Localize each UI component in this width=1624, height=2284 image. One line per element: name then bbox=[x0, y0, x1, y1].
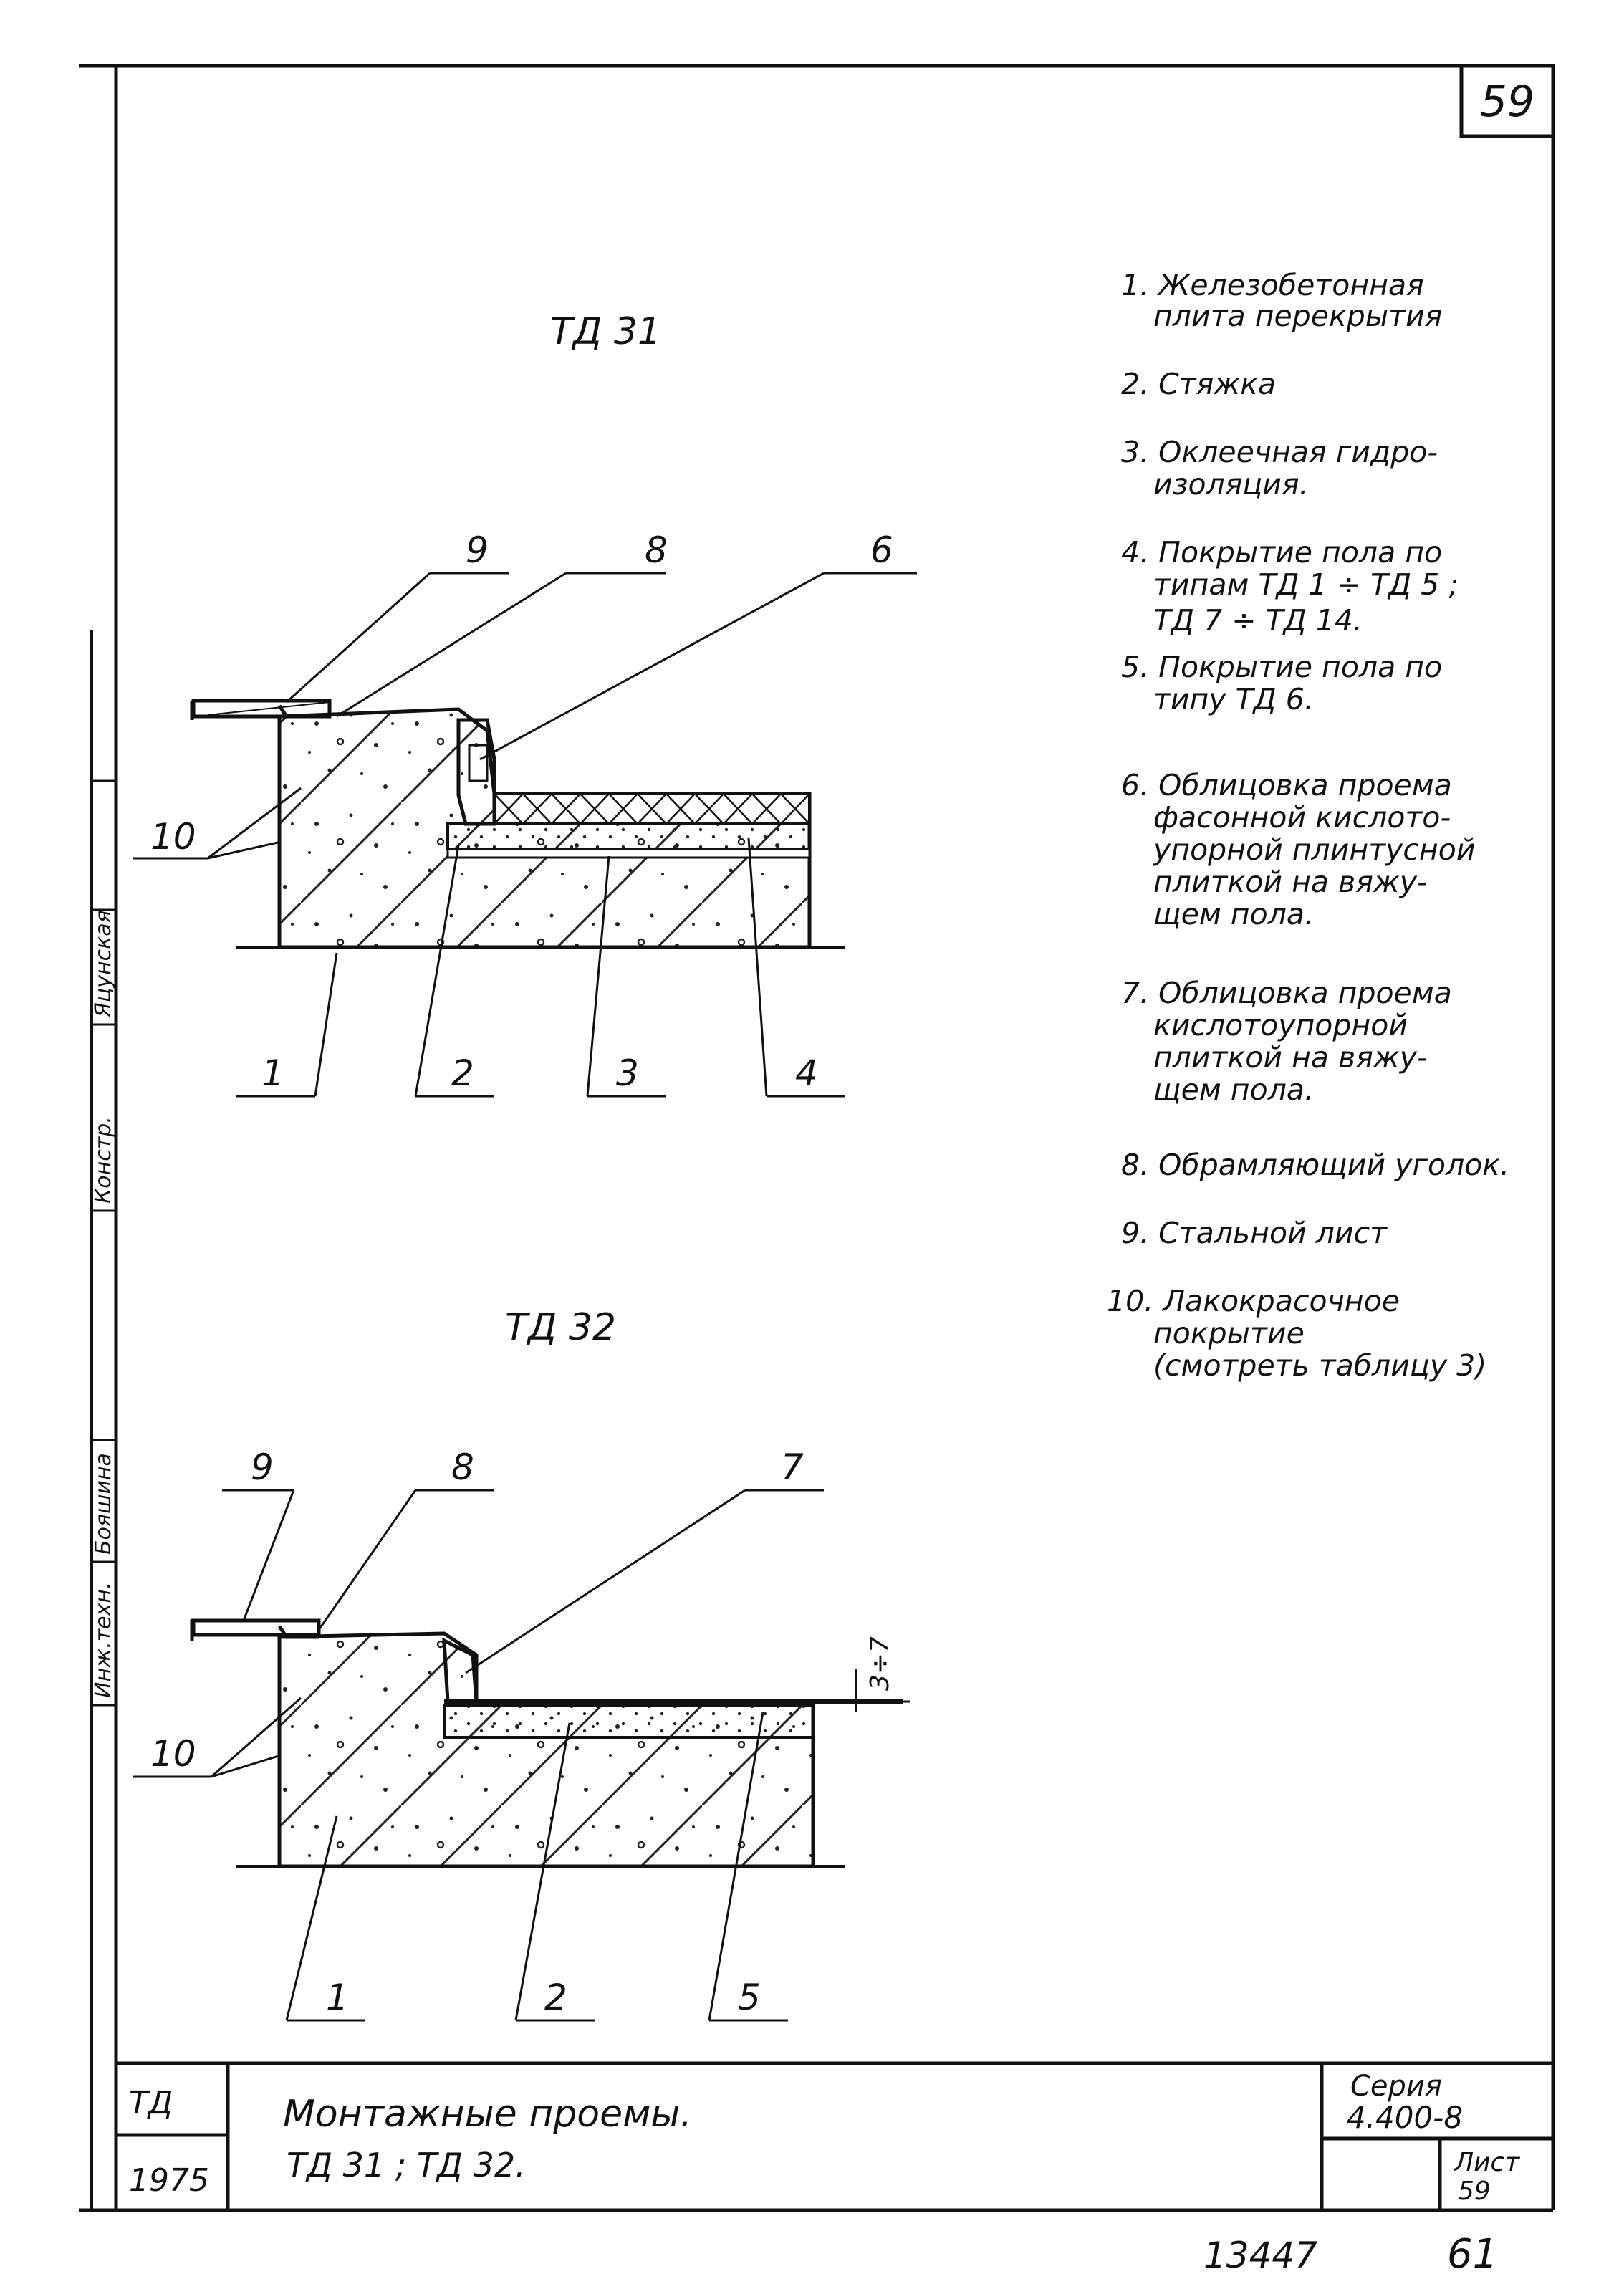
td32-callout-5: 5 bbox=[738, 1977, 761, 2018]
legend-1-line-2: плита перекрытия bbox=[1153, 299, 1442, 333]
td31-screed-layer bbox=[446, 822, 811, 850]
td31-callout-10: 10 bbox=[150, 816, 196, 858]
td31-plinth-tile bbox=[456, 718, 496, 826]
td32-dimension-label: 3÷7 bbox=[865, 1636, 895, 1691]
series-label: Серия bbox=[1350, 2070, 1442, 2103]
td32-title: ТД 32 bbox=[505, 1306, 616, 1349]
series-value: 4.400-8 bbox=[1347, 2100, 1463, 2135]
td31-waterproofing-layer bbox=[446, 848, 811, 859]
td32-concrete-slab bbox=[277, 1631, 815, 1868]
title-block-code: ТД bbox=[129, 2085, 173, 2121]
legend-6-line-1: 6. Облицовка проема bbox=[1121, 768, 1452, 802]
td32-callout-7: 7 bbox=[781, 1446, 804, 1488]
legend-6-line-4: плиткой на вяжу- bbox=[1153, 865, 1428, 899]
td31-steel-sheet bbox=[191, 699, 332, 719]
legend-10-line-1: 10. Лакокрасочное bbox=[1107, 1284, 1400, 1318]
page-number: 59 bbox=[1480, 77, 1534, 127]
td32-callout-2: 2 bbox=[544, 1977, 567, 2018]
legend-4-line-3: ТД 7 ÷ ТД 14. bbox=[1153, 603, 1363, 638]
sheet-frame bbox=[79, 64, 1555, 2212]
td32-callout-9: 9 bbox=[251, 1446, 274, 1488]
legend-1-line-1: 1. Железобетонная bbox=[1121, 268, 1424, 302]
legend-4-line-2: типам ТД 1 ÷ ТД 5 ; bbox=[1153, 567, 1459, 602]
legend-6-line-3: упорной плинтусной bbox=[1152, 832, 1475, 867]
td32-callout-10: 10 bbox=[150, 1733, 196, 1775]
td32-callout-8: 8 bbox=[451, 1446, 474, 1488]
legend-4-line-1: 4. Покрытие пола по bbox=[1121, 535, 1442, 570]
td31-callout-6: 6 bbox=[870, 529, 893, 571]
td32-callout-1: 1 bbox=[326, 1977, 349, 2018]
archive-number: 13447 bbox=[1203, 2235, 1317, 2276]
stamp-cell-3: Констр. bbox=[91, 1116, 116, 1204]
stamp-cell-4: Яцунская bbox=[91, 910, 116, 1018]
td31-callout-3: 3 bbox=[616, 1052, 639, 1094]
legend-3-line-1: 3. Оклеечная гидро- bbox=[1121, 435, 1438, 469]
legend-10-line-3: (смотреть таблицу 3) bbox=[1153, 1348, 1486, 1383]
td31-callout-1: 1 bbox=[261, 1052, 284, 1094]
td31-callout-2: 2 bbox=[451, 1052, 474, 1094]
title-block-title-2: ТД 31 ; ТД 32. bbox=[287, 2146, 526, 2184]
td31-leaders bbox=[133, 572, 917, 1098]
td32-screed-layer bbox=[443, 1704, 815, 1739]
td31-title: ТД 31 bbox=[550, 310, 661, 353]
sheet-value: 59 bbox=[1458, 2177, 1491, 2206]
sheet-label: Лист bbox=[1453, 2148, 1520, 2177]
legend-10-line-2: покрытие bbox=[1153, 1316, 1305, 1350]
td32-wall-tile bbox=[442, 1637, 479, 1704]
stamp-cell-2: Бояшина bbox=[91, 1453, 116, 1555]
title-block: ТД 1975 Монтажные проемы. ТД 31 ; ТД 32.… bbox=[116, 2061, 1553, 2210]
td32-leaders bbox=[133, 1489, 824, 2022]
td31-callout-8: 8 bbox=[645, 529, 668, 571]
legend: 1. Железобетонная плита перекрытия 2. Ст… bbox=[1107, 268, 1509, 1383]
legend-5-line-2: типу ТД 6. bbox=[1153, 682, 1314, 716]
legend-2-line-1: 2. Стяжка bbox=[1121, 367, 1276, 401]
legend-6-line-2: фасонной кислото- bbox=[1153, 800, 1451, 835]
td31-callout-9: 9 bbox=[466, 529, 489, 571]
legend-7-line-4: щем пола. bbox=[1153, 1073, 1314, 1107]
title-block-title-1: Монтажные проемы. bbox=[283, 2093, 692, 2136]
legend-3-line-2: изоляция. bbox=[1153, 467, 1309, 502]
legend-7-line-2: кислотоупорной bbox=[1153, 1008, 1408, 1042]
legend-7-line-3: плиткой на вяжу- bbox=[1153, 1040, 1428, 1075]
legend-9-line-1: 9. Стальной лист bbox=[1121, 1216, 1388, 1250]
detail-td31: ТД 31 9 8 bbox=[133, 310, 917, 1098]
legend-5-line-1: 5. Покрытие пола по bbox=[1121, 650, 1442, 684]
legend-6-line-5: щем пола. bbox=[1153, 897, 1314, 931]
td31-callout-4: 4 bbox=[795, 1052, 818, 1094]
title-block-year: 1975 bbox=[129, 2162, 209, 2199]
td32-dimension bbox=[838, 1669, 910, 1712]
legend-7-line-1: 7. Облицовка проема bbox=[1121, 976, 1452, 1010]
detail-td32: ТД 32 3÷7 9 8 7 10 1 2 bbox=[133, 1306, 910, 2022]
legend-8-line-1: 8. Обрамляющий уголок. bbox=[1121, 1148, 1509, 1182]
td32-steel-sheet bbox=[191, 1618, 321, 1637]
sidebar-stamp: Инж.техн. Бояшина Констр. Яцунская bbox=[90, 630, 116, 2210]
page-number-box: 59 bbox=[1459, 64, 1555, 138]
stamp-cell-1: Инж.техн. bbox=[91, 1583, 116, 1698]
page-count-mark: 61 bbox=[1447, 2231, 1498, 2278]
